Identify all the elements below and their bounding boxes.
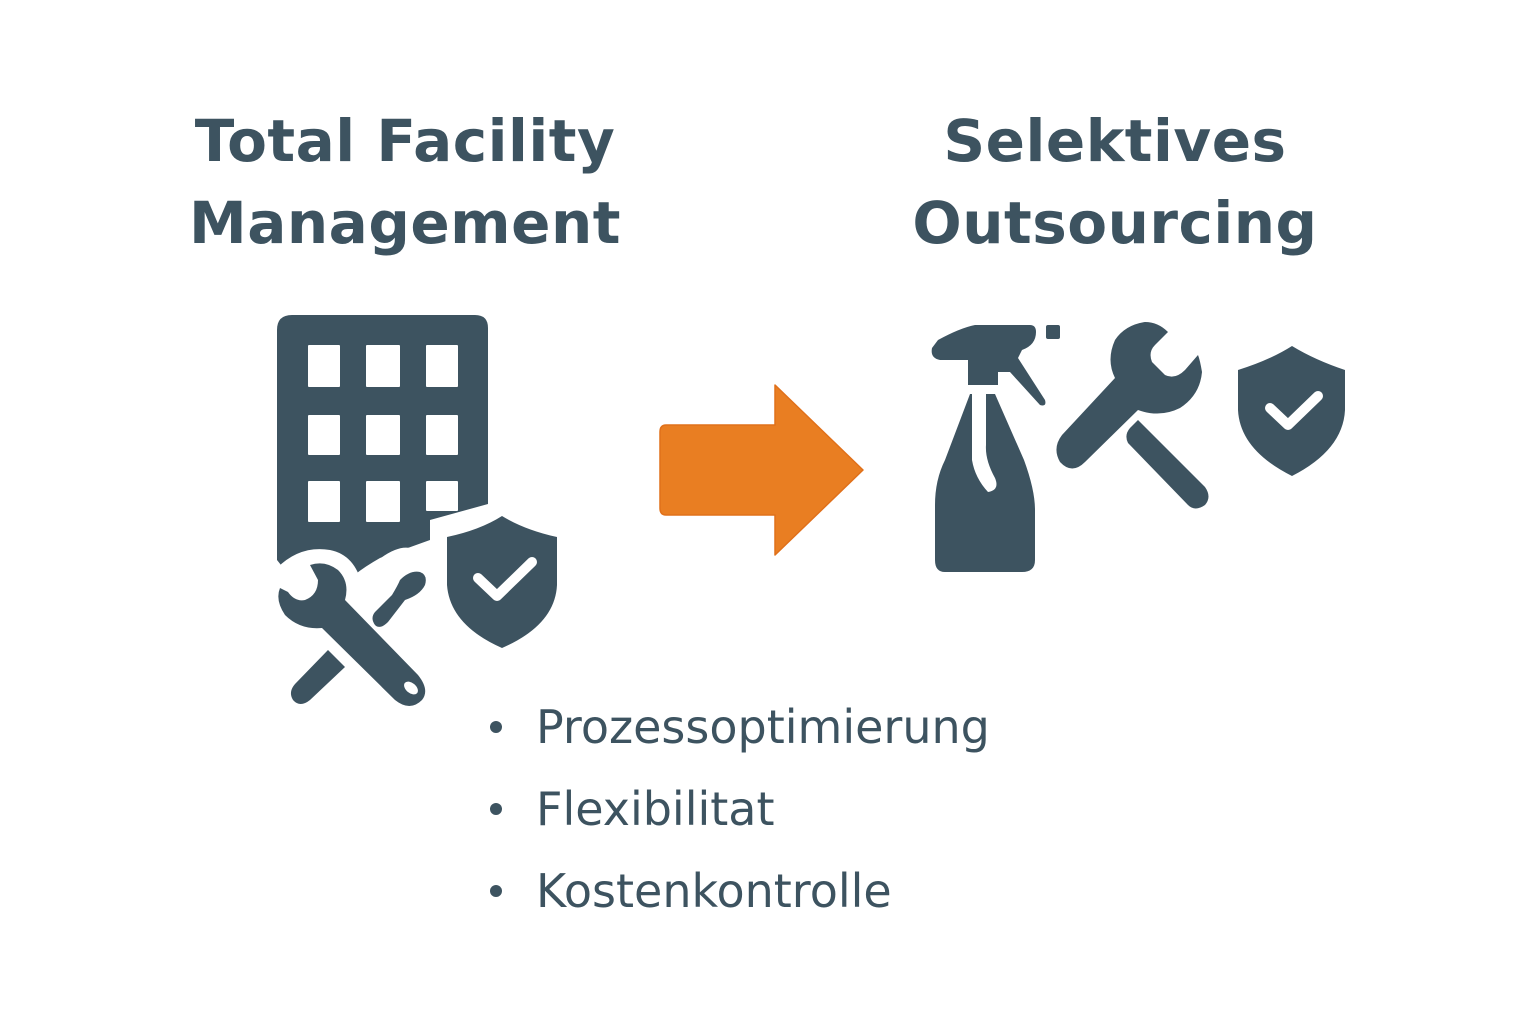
list-item: Prozessoptimierung <box>484 686 990 768</box>
bullet-icon <box>490 885 502 897</box>
benefit-label: Prozessoptimierung <box>536 700 990 754</box>
list-item: Flexibilitat <box>484 768 990 850</box>
bullet-icon <box>490 721 502 733</box>
benefit-label: Kostenkontrolle <box>536 864 892 918</box>
title-right-line1: Selektives <box>943 107 1287 175</box>
title-total-facility-management: Total Facility Management <box>150 100 660 264</box>
title-selektives-outsourcing: Selektives Outsourcing <box>880 100 1350 264</box>
title-left-line2: Management <box>189 189 621 257</box>
list-item: Kostenkontrolle <box>484 850 990 932</box>
title-right-line2: Outsourcing <box>912 189 1318 257</box>
benefit-label: Flexibilitat <box>536 782 775 836</box>
bullet-icon <box>490 803 502 815</box>
benefits-list: Prozessoptimierung Flexibilitat Kostenko… <box>484 686 990 932</box>
title-left-line1: Total Facility <box>194 107 616 175</box>
